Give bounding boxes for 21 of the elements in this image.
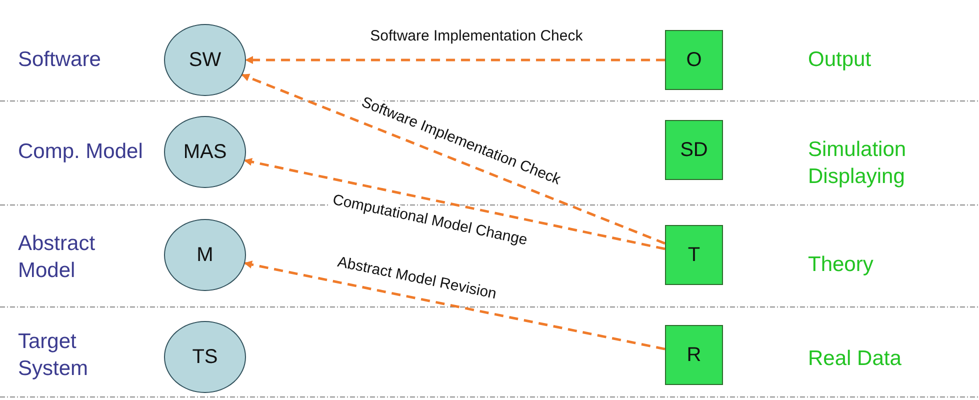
dashed-arrow [245,56,665,64]
artifact-box: T [665,225,723,285]
layer-ellipse: SW [164,24,246,96]
dashed-arrow [241,74,666,245]
dashed-arrow [244,158,666,250]
layer-label: Comp. Model [18,139,144,165]
layer-label: Target System [18,329,90,382]
artifact-label: Theory [808,252,874,278]
layer-ellipse: MAS [164,116,246,188]
artifact-label: Real Data [808,346,902,372]
layer-label: Abstract Model [18,231,96,284]
layer-label: Software [18,47,102,73]
layer-ellipse: TS [164,321,246,393]
artifact-box: SD [665,120,723,180]
edge-label: Software Implementation Check [368,28,585,44]
artifact-label: Simulation Displaying [808,137,908,190]
dashed-arrow [244,260,666,350]
artifact-box: O [665,30,723,90]
artifact-label: Output [808,47,872,73]
artifact-box: R [665,325,723,385]
layer-ellipse: M [164,219,246,291]
